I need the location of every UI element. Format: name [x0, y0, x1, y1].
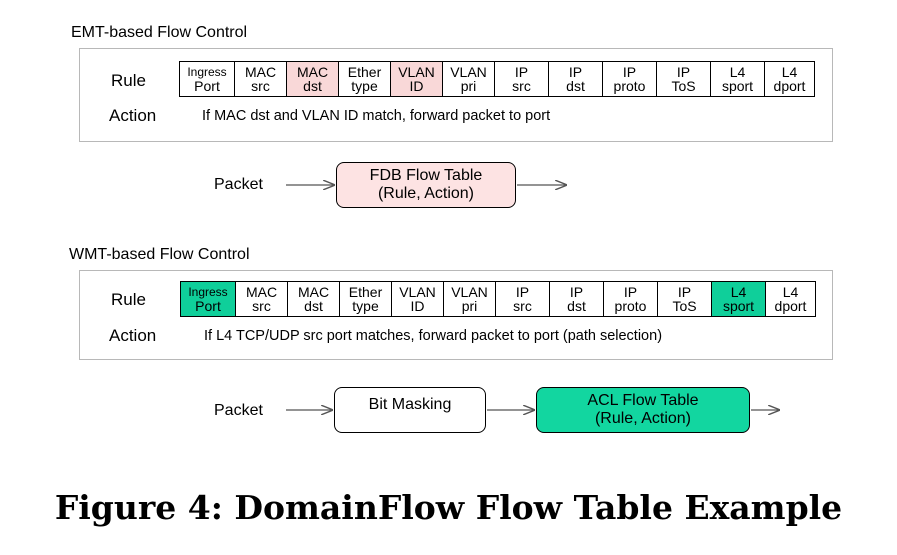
fdb-flow-table-node: FDB Flow Table (Rule, Action) [336, 162, 516, 208]
field-line-1: L4 [782, 284, 799, 300]
field-line-1: VLAN [398, 64, 435, 80]
field-line-1: MAC [245, 284, 278, 300]
field-line-1: VLAN [451, 284, 488, 300]
emt-rule-label: Rule [111, 71, 146, 90]
field-line-1: IP [515, 284, 530, 300]
field-line-1: MAC [296, 64, 329, 80]
field-line-2: dst [567, 298, 586, 314]
field-line-1: L4 [730, 284, 747, 300]
field-line-2: type [351, 78, 378, 94]
acl-table-title: ACL Flow Table [587, 392, 699, 409]
acl-flow-table-node: ACL Flow Table (Rule, Action) [536, 387, 750, 433]
field-line-2: proto [613, 78, 646, 94]
field-line-2: type [352, 298, 379, 314]
field-line-2: src [512, 78, 531, 94]
field-line-2: proto [614, 298, 647, 314]
field-line-2: dport [774, 298, 807, 314]
field-line-1: Ingress [188, 285, 228, 299]
emt-packet-label: Packet [214, 176, 263, 193]
field-line-2: sport [722, 298, 755, 314]
field-line-2: dst [304, 298, 323, 314]
field-line-1: IP [622, 64, 637, 80]
field-line-1: VLAN [399, 284, 436, 300]
field-line-2: src [513, 298, 532, 314]
field-line-2: dst [566, 78, 585, 94]
field-line-1: IP [676, 64, 691, 80]
fdb-table-subtitle: (Rule, Action) [377, 185, 475, 202]
field-line-1: MAC [244, 64, 277, 80]
wmt-section-title: WMT-based Flow Control [69, 246, 250, 263]
field-line-2: Port [195, 298, 221, 314]
bit-masking-label: Bit Masking [368, 396, 452, 413]
field-line-1: VLAN [450, 64, 487, 80]
field-line-2: sport [721, 78, 754, 94]
field-line-2: pri [460, 78, 477, 94]
field-line-2: pri [461, 298, 478, 314]
acl-table-subtitle: (Rule, Action) [594, 410, 692, 427]
field-line-2: Port [194, 78, 220, 94]
field-line-1: L4 [781, 64, 798, 80]
field-line-2: src [252, 298, 271, 314]
wmt-action-label: Action [109, 326, 157, 345]
field-line-1: MAC [297, 284, 330, 300]
field-line-2: ToS [671, 78, 696, 94]
field-line-1: Ether [348, 284, 383, 300]
emt-action-label: Action [109, 106, 157, 125]
field-line-1: IP [677, 284, 692, 300]
wmt-rule-label: Rule [111, 290, 146, 309]
bit-masking-node: Bit Masking [334, 387, 486, 433]
emt-section-title: EMT-based Flow Control [71, 24, 248, 41]
field-line-1: IP [568, 64, 583, 80]
field-line-2: dst [303, 78, 322, 94]
field-line-1: IP [623, 284, 638, 300]
field-line-1: Ingress [187, 65, 227, 79]
field-line-1: L4 [729, 64, 746, 80]
field-line-2: ID [409, 78, 424, 94]
field-line-2: src [251, 78, 270, 94]
field-line-2: ToS [672, 298, 697, 314]
field-line-2: ID [410, 298, 425, 314]
fdb-table-title: FDB Flow Table [369, 167, 483, 184]
wmt-action-text: If L4 TCP/UDP src port matches, forward … [204, 328, 663, 344]
field-line-1: Ether [347, 64, 382, 80]
field-line-2: dport [773, 78, 806, 94]
field-line-1: IP [514, 64, 529, 80]
wmt-packet-label: Packet [214, 402, 263, 419]
emt-action-text: If MAC dst and VLAN ID match, forward pa… [202, 108, 551, 124]
field-line-1: IP [569, 284, 584, 300]
figure-caption: Figure 4: DomainFlow Flow Table Example [54, 488, 843, 527]
